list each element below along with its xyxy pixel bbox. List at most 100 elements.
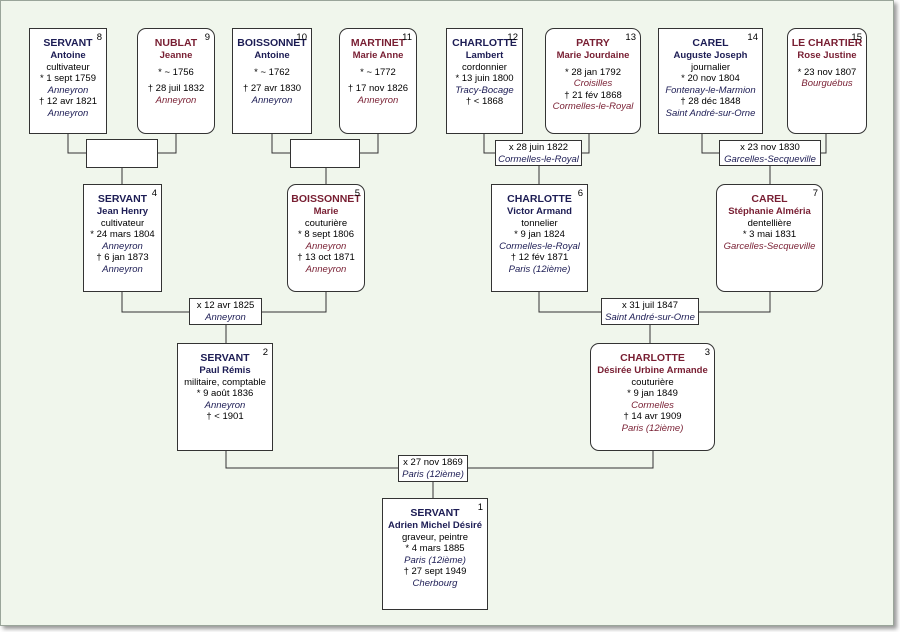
birth: * 23 nov 1807	[797, 66, 857, 78]
surname: CHARLOTTE	[507, 193, 572, 205]
death-place: Anneyron	[251, 94, 293, 106]
person-5[interactable]: 5 BOISSONNET Marie couturière * 8 sept 1…	[287, 184, 365, 292]
marriage-date: x 23 nov 1830	[740, 142, 800, 153]
person-4[interactable]: 4 SERVANT Jean Henry cultivateur * 24 ma…	[83, 184, 162, 292]
person-13[interactable]: 13 PATRY Marie Jourdaine * 28 jan 1792 C…	[545, 28, 641, 134]
death: † < 1901	[206, 411, 244, 423]
marriage-12-13: x 28 juin 1822 Cormelles-le-Royal	[495, 140, 582, 166]
marriage-place: Cormelles-le-Royal	[498, 154, 579, 165]
sosa-number: 10	[296, 32, 307, 43]
surname: MARTINET	[350, 37, 406, 49]
occupation: tonnelier	[521, 217, 558, 229]
surname: SERVANT	[43, 37, 93, 49]
given-names: Antoine	[50, 50, 86, 61]
surname: CAREL	[692, 37, 729, 49]
marriage-2-3: x 27 nov 1869 Paris (12ième)	[398, 455, 468, 482]
marriage-date: x 12 avr 1825	[196, 300, 255, 311]
occupation: couturière	[631, 376, 674, 388]
birth-place: Paris (12ième)	[404, 554, 466, 566]
sosa-number: 12	[507, 32, 518, 43]
marriage-8-9-empty	[86, 139, 158, 168]
marriage-14-15: x 23 nov 1830 Garcelles-Secqueville	[719, 140, 821, 166]
given-names: Stéphanie Alméria	[728, 206, 811, 217]
death-place: Anneyron	[305, 263, 347, 275]
occupation: cultivateur	[46, 61, 90, 73]
sosa-number: 8	[96, 32, 102, 43]
sosa-number: 2	[262, 347, 268, 358]
birth: * 1 sept 1759	[40, 73, 96, 85]
death-place: Cherbourg	[412, 577, 458, 589]
death-place: Paris (12ième)	[621, 422, 684, 434]
sosa-number: 11	[402, 32, 412, 43]
person-15[interactable]: 15 LE CHARTIER Rose Justine * 23 nov 180…	[787, 28, 867, 134]
birth: * 9 août 1836	[196, 388, 254, 400]
birth-place: Anneyron	[305, 240, 347, 252]
surname: LE CHARTIER	[791, 37, 863, 49]
person-11[interactable]: 11 MARTINET Marie Anne * ~ 1772 † 17 nov…	[339, 28, 417, 134]
death-place: Anneyron	[357, 94, 399, 106]
given-names: Antoine	[254, 50, 290, 61]
person-14[interactable]: 14 CAREL Auguste Joseph journalier * 20 …	[658, 28, 763, 134]
birth-place: Croisilles	[573, 78, 613, 90]
occupation: militaire, comptable	[184, 376, 266, 388]
occupation: cultivateur	[100, 217, 145, 229]
person-1[interactable]: 1 SERVANT Adrien Michel Désiré graveur, …	[382, 498, 488, 610]
person-8[interactable]: 8 SERVANT Antoine cultivateur * 1 sept 1…	[29, 28, 107, 134]
surname: CHARLOTTE	[452, 37, 517, 49]
given-names: Victor Armand	[507, 206, 572, 217]
birth: * 9 jan 1849	[627, 388, 678, 400]
person-10[interactable]: 10 BOISSONNET Antoine * ~ 1762 † 27 avr …	[232, 28, 312, 134]
given-names: Auguste Joseph	[673, 50, 748, 61]
surname: SERVANT	[200, 352, 250, 364]
person-3[interactable]: 3 CHARLOTTE Désirée Urbine Armande coutu…	[590, 343, 715, 451]
sosa-number: 5	[354, 188, 360, 199]
birth-place: Anneyron	[102, 240, 143, 252]
surname: NUBLAT	[154, 37, 198, 49]
surname: PATRY	[576, 37, 610, 49]
death: † 14 avr 1909	[623, 411, 682, 423]
death: † 13 oct 1871	[297, 252, 355, 264]
surname: BOISSONNET	[291, 193, 361, 205]
birth: * 9 jan 1824	[514, 229, 565, 241]
given-names: Jean Henry	[96, 206, 149, 217]
death-place: Anneyron	[102, 263, 143, 275]
occupation: couturière	[304, 217, 348, 229]
death: † 27 sept 1949	[403, 566, 467, 578]
death: † 28 déc 1848	[680, 96, 741, 108]
marriage-date: x 27 nov 1869	[403, 457, 463, 468]
given-names: Marie Anne	[352, 50, 404, 61]
person-12[interactable]: 12 CHARLOTTE Lambert cordonnier * 13 jui…	[446, 28, 523, 134]
person-2[interactable]: 2 SERVANT Paul Rémis militaire, comptabl…	[177, 343, 273, 451]
person-9[interactable]: 9 NUBLAT Jeanne * ~ 1756 † 28 juil 1832 …	[137, 28, 215, 134]
marriage-place: Garcelles-Secqueville	[724, 154, 816, 165]
given-names: Paul Rémis	[199, 365, 251, 376]
marriage-10-11-empty	[290, 139, 360, 168]
sosa-number: 15	[851, 32, 862, 43]
given-names: Rose Justine	[797, 50, 857, 61]
death-place: Anneyron	[155, 94, 197, 106]
person-6[interactable]: 6 CHARLOTTE Victor Armand tonnelier * 9 …	[491, 184, 588, 292]
sosa-number: 7	[812, 188, 818, 199]
sosa-number: 9	[204, 32, 210, 43]
surname: BOISSONNET	[237, 37, 307, 49]
birth-place: Tracy-Bocage	[455, 84, 514, 96]
birth: * 4 mars 1885	[405, 543, 465, 555]
sosa-number: 1	[477, 502, 483, 513]
sosa-number: 4	[151, 188, 157, 199]
death-place: Saint André-sur-Orne	[665, 107, 756, 119]
marriage-date: x 28 juin 1822	[508, 142, 569, 153]
given-names: Jeanne	[159, 50, 193, 61]
birth-place: Cormelles	[631, 399, 674, 411]
marriage-4-5: x 12 avr 1825 Anneyron	[189, 298, 262, 325]
surname: SERVANT	[410, 507, 460, 519]
surname: SERVANT	[97, 193, 148, 205]
death: † < 1868	[465, 96, 504, 108]
marriage-6-7: x 31 juil 1847 Saint André-sur-Orne	[601, 298, 699, 325]
birth-place: Garcelles-Secqueville	[723, 240, 816, 252]
occupation: cordonnier	[462, 61, 507, 73]
person-7[interactable]: 7 CAREL Stéphanie Alméria dentellière * …	[716, 184, 823, 292]
death: † 17 nov 1826	[347, 83, 409, 95]
sosa-number: 3	[704, 347, 710, 358]
occupation: journalier	[690, 61, 731, 73]
